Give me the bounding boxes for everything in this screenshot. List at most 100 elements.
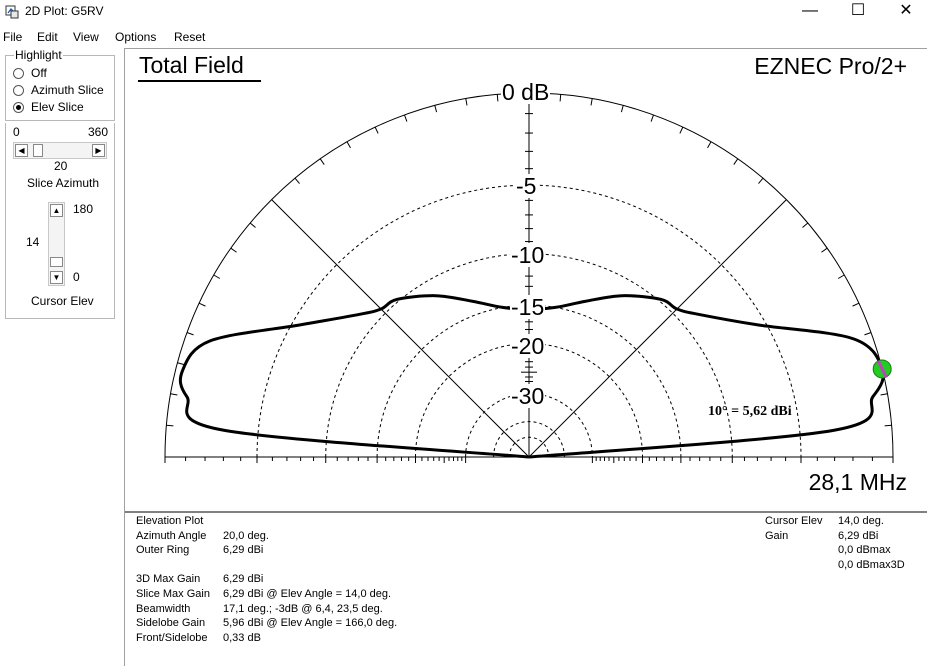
menu-edit[interactable]: Edit	[37, 30, 58, 44]
frequency-label: 28,1 MHz	[808, 469, 907, 495]
menu-reset[interactable]: Reset	[174, 30, 206, 44]
angle-tick	[837, 274, 845, 279]
close-button[interactable]: ✕	[899, 2, 913, 19]
dashed-ring	[376, 304, 682, 458]
plot-title: Total Field	[139, 52, 244, 78]
slice-azimuth-label: Slice Azimuth	[27, 176, 100, 190]
angle-tick	[249, 222, 256, 228]
radio-elev-circle[interactable]	[13, 102, 24, 113]
ring-label-0db: 0 dB	[501, 79, 551, 105]
info-label: Front/Sidelobe	[136, 631, 208, 644]
angle-tick	[198, 302, 206, 307]
angle-tick	[802, 222, 809, 228]
cursor-elev-thumb[interactable]	[50, 257, 63, 267]
cursor-annotation: 10° = 5,62 dBi	[708, 404, 792, 419]
angle-tick	[404, 114, 408, 122]
slice-azimuth-scrollbar[interactable]: ◀ ▶	[13, 142, 107, 159]
title-bar: 2D Plot: G5RV — ☐ ✕	[0, 0, 927, 26]
elevation-cursor[interactable]	[872, 359, 892, 379]
info-label: Outer Ring	[136, 544, 190, 557]
dashed-ring	[465, 393, 593, 458]
angle-tick	[177, 362, 185, 366]
info-value	[223, 558, 397, 573]
info-value: 6,29 dBi	[838, 529, 879, 542]
scroll-right-arrow-icon[interactable]: ▶	[92, 144, 105, 157]
angle-tick	[880, 393, 888, 396]
angle-tick	[230, 247, 237, 253]
info-value: 5,96 dBi @ Elev Angle = 166,0 deg.	[223, 617, 398, 630]
dashed-ring	[414, 343, 644, 458]
slice-azimuth-thumb[interactable]	[33, 144, 43, 157]
info-value: 6,29 dBi	[223, 544, 264, 557]
angle-tick	[346, 141, 351, 149]
scroll-up-arrow-icon[interactable]: ▲	[50, 204, 63, 217]
info-label: Beamwidth	[136, 602, 191, 615]
angle-tick	[465, 98, 468, 106]
info-label: Azimuth Angle	[136, 529, 207, 542]
angle-tick	[733, 158, 739, 165]
polar-plot	[164, 92, 894, 463]
slice-azimuth-min: 0	[13, 125, 20, 139]
info-label	[136, 558, 210, 573]
ring-label-30: -30	[510, 383, 546, 409]
cursor-elev-scrollbar[interactable]: ▲ ▼	[48, 202, 65, 286]
angle-tick	[650, 114, 654, 122]
angle-tick	[679, 126, 684, 134]
angle-tick	[166, 424, 174, 427]
angle-tick	[319, 158, 325, 165]
info-label: Slice Max Gain	[136, 587, 210, 600]
info-label: Sidelobe Gain	[136, 617, 206, 630]
menu-options[interactable]: Options	[115, 30, 157, 44]
menu-file[interactable]: File	[3, 30, 23, 44]
slice-azimuth-value: 20	[54, 159, 68, 173]
ring-label-15: -15	[510, 294, 546, 320]
radial-line	[271, 199, 530, 458]
scroll-down-arrow-icon[interactable]: ▼	[50, 271, 63, 284]
highlight-legend: Highlight	[14, 48, 63, 62]
angle-tick	[170, 393, 178, 396]
cursor-elev-label: Cursor Elev	[31, 294, 94, 308]
info-value: 14,0 deg.	[838, 515, 884, 527]
menu-view[interactable]: View	[73, 30, 99, 44]
minimize-button[interactable]: —	[802, 2, 818, 19]
info-value: 0,0 dBmax	[838, 544, 891, 557]
ring-label-20: -20	[510, 333, 546, 359]
angle-tick	[758, 177, 764, 184]
radio-azimuth-circle[interactable]	[13, 85, 24, 96]
info-value: 0,0 dBmax3D	[838, 558, 905, 571]
radio-off-circle[interactable]	[13, 68, 24, 79]
info-label: Gain	[765, 529, 789, 542]
ring-label-10: -10	[510, 242, 546, 268]
info-right-labels: Cursor Elev Gain	[765, 514, 822, 543]
angle-tick	[294, 177, 300, 184]
info-label: 3D Max Gain	[136, 573, 201, 586]
info-left-labels: Elevation Plot Azimuth Angle Outer Ring …	[136, 514, 210, 645]
scroll-left-arrow-icon[interactable]: ◀	[15, 144, 28, 157]
info-value: 6,29 dBi @ Elev Angle = 14,0 deg.	[223, 587, 392, 600]
angle-tick	[852, 302, 860, 307]
angle-tick	[864, 332, 872, 336]
info-label: Cursor Elev	[765, 515, 823, 527]
slice-azimuth-max: 360	[88, 125, 109, 139]
control-panel: Highlight Off Azimuth Slice Elev Slice 0…	[0, 48, 124, 666]
angle-tick	[496, 94, 499, 102]
app-icon	[5, 5, 19, 19]
cursor-line	[876, 360, 888, 378]
info-value: 17,1 deg.; -3dB @ 6,4, 23,5 deg.	[223, 602, 383, 615]
brand-label: EZNEC Pro/2+	[754, 53, 907, 79]
angle-tick	[213, 274, 221, 279]
window-title: 2D Plot: G5RV	[25, 4, 104, 18]
maximize-button[interactable]: ☐	[850, 2, 866, 19]
info-value: 20,0 deg.	[223, 529, 269, 542]
radial-line	[528, 199, 787, 458]
info-label: Elevation Plot	[136, 515, 204, 527]
cursor-elev-min: 0	[73, 270, 80, 284]
menu-bar: File Edit View Options Reset	[0, 28, 927, 48]
info-value: 6,29 dBi	[223, 573, 264, 586]
angle-tick	[884, 424, 892, 427]
angle-tick	[559, 94, 562, 102]
angle-tick	[434, 105, 438, 113]
plot-title-underline	[138, 80, 261, 82]
info-value: 0,33 dB	[223, 631, 261, 644]
angle-tick	[821, 247, 828, 253]
